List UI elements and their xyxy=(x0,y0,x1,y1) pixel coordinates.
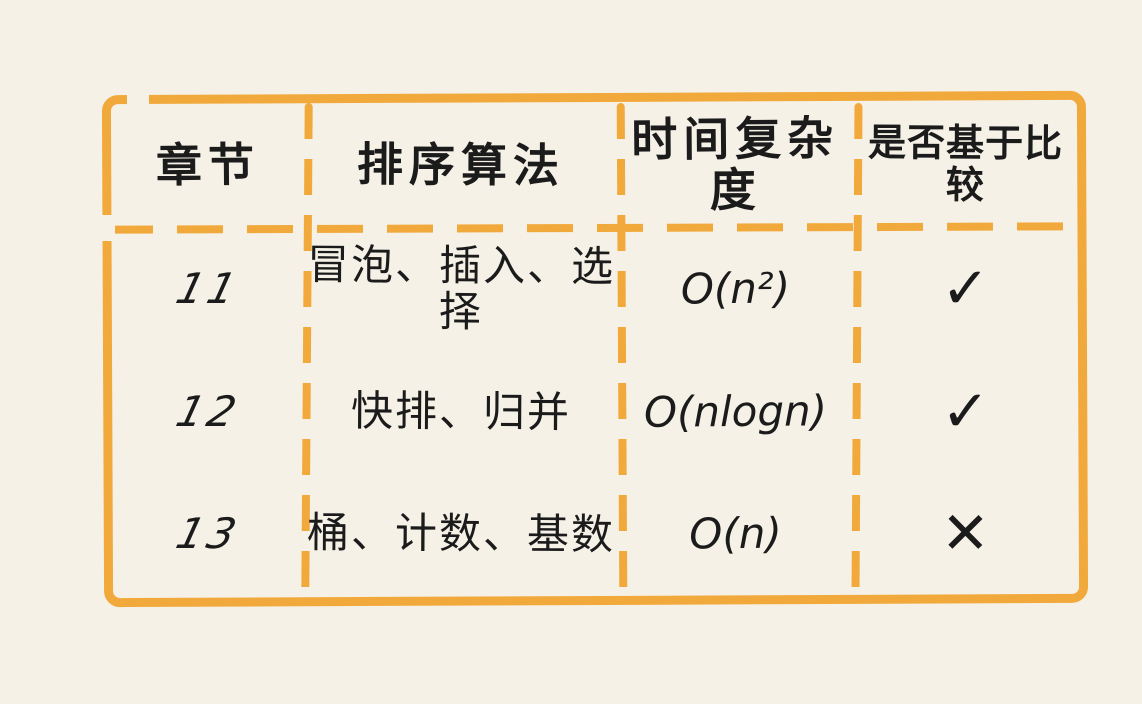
border-gap xyxy=(127,89,149,105)
cell-complexity-row1: O(n²) xyxy=(680,263,791,314)
check-icon: ✓ xyxy=(940,254,991,323)
header-comparison-based: 是否基于比较 xyxy=(867,120,1064,208)
border-gap xyxy=(99,215,115,241)
cell-chapter-12: 12 xyxy=(171,386,245,436)
cross-icon: ✕ xyxy=(940,499,991,568)
notebook-table: 章节 排序算法 时间复杂度 是否基于比较 11 冒泡、插入、选择 O(n²) ✓… xyxy=(99,89,1089,608)
header-chapter: 章节 xyxy=(155,137,261,193)
cell-algorithms-row2: 快排、归并 xyxy=(350,386,572,437)
table-grid: 章节 排序算法 时间复杂度 是否基于比较 11 冒泡、插入、选择 O(n²) ✓… xyxy=(112,102,1078,596)
header-algorithm: 排序算法 xyxy=(356,136,566,193)
cell-chapter-11: 11 xyxy=(171,264,245,314)
cell-chapter-13: 13 xyxy=(171,509,245,559)
cell-complexity-row2: O(nlogn) xyxy=(643,386,828,437)
check-icon: ✓ xyxy=(940,376,991,446)
header-complexity: 时间复杂度 xyxy=(631,111,840,218)
cell-complexity-row3: O(n) xyxy=(689,509,782,559)
cell-algorithms-row3: 桶、计数、基数 xyxy=(306,508,616,560)
cell-algorithms-row1: 冒泡、插入、选择 xyxy=(306,240,616,337)
